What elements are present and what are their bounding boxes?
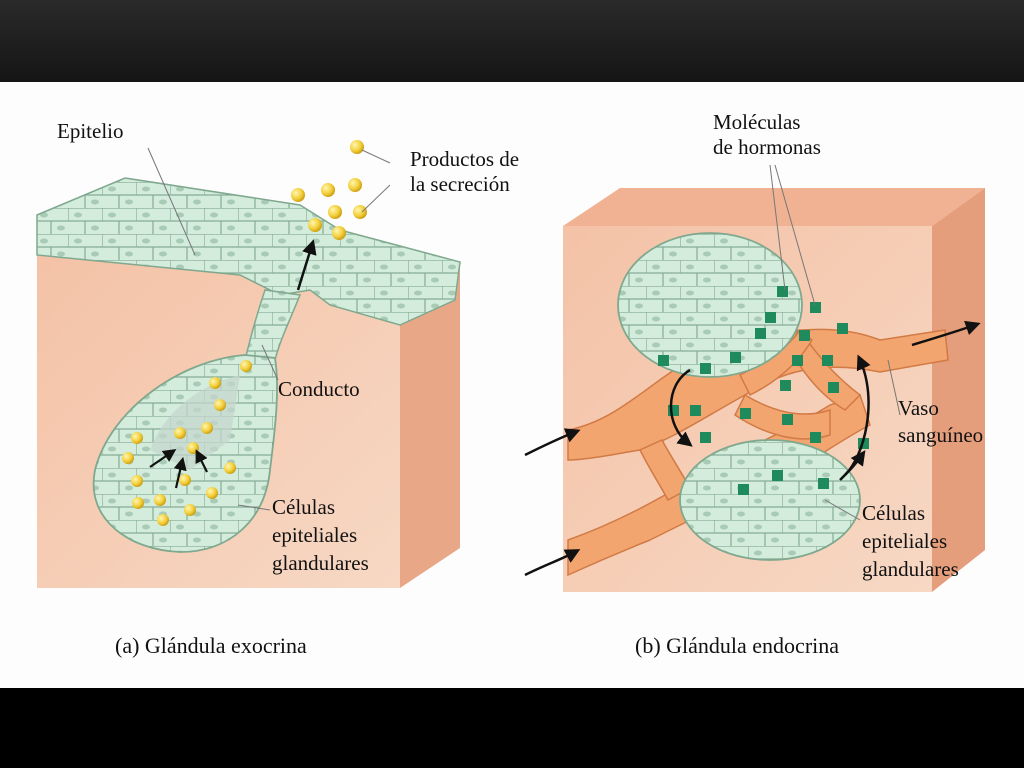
flow-arrow-out [911, 320, 981, 347]
caption-exocrine: (a) Glándula exocrina [115, 633, 307, 658]
label-endocrine-cells-line1: Células [862, 501, 925, 525]
caption-endocrine: (b) Glándula endocrina [635, 633, 839, 658]
label-endocrine-cells-line2: epiteliales [862, 529, 947, 553]
label-secretion-products-line2: la secreción [410, 172, 510, 196]
slide: Epitelio Productos de la secreción Condu… [0, 82, 1024, 688]
bottom-letterbox-bar [0, 688, 1024, 768]
label-epithelium: Epitelio [57, 119, 124, 143]
exocrine-gland-block: Epitelio Productos de la secreción Condu… [36, 119, 519, 658]
exocrine-leader-lines [147, 147, 391, 511]
endocrine-cells-lower [679, 439, 861, 561]
secretion-arrow-3 [195, 449, 208, 473]
endocrine-leader-lines [769, 164, 901, 521]
label-blood-vessel-line1: Vaso [898, 396, 939, 420]
hormone-molecules [658, 286, 869, 495]
label-secretion-products-line1: Productos de [410, 147, 519, 171]
label-hormone-molecules-line2: de hormonas [713, 135, 821, 159]
hormone-arrow-lower [839, 450, 866, 481]
label-endocrine-cells-line3: glandulares [862, 557, 959, 581]
endocrine-gland-block: Moléculas de hormonas Vaso sanguíneo Cél… [524, 110, 985, 658]
secretion-arrow-1 [149, 449, 177, 468]
label-duct: Conducto [278, 377, 360, 401]
endocrine-cells-upper [617, 232, 803, 378]
secretion-arrow-up [296, 239, 317, 291]
top-letterbox-bar [0, 0, 1024, 82]
secretion-arrow-2 [173, 456, 187, 489]
endocrine-tissue-top [563, 188, 985, 226]
hormone-arrow-left [669, 368, 693, 447]
label-exocrine-cells-line3: glandulares [272, 551, 369, 575]
gland-lumen [150, 375, 240, 470]
gland-diagram: Epitelio Productos de la secreción Condu… [36, 110, 985, 658]
label-hormone-molecules-line1: Moléculas [713, 110, 800, 134]
label-exocrine-cells-line2: epiteliales [272, 523, 357, 547]
label-blood-vessel-line2: sanguíneo [898, 423, 983, 447]
exocrine-tissue-side [400, 260, 460, 588]
label-exocrine-cells-line1: Células [272, 495, 335, 519]
flow-arrow-in-upper [524, 428, 581, 457]
endocrine-tissue-side [932, 188, 985, 592]
epithelium-sheet [36, 177, 461, 326]
secretion-granules [122, 140, 367, 526]
blood-flow-arrows [524, 320, 981, 577]
flow-arrow-in-lower [524, 549, 581, 577]
